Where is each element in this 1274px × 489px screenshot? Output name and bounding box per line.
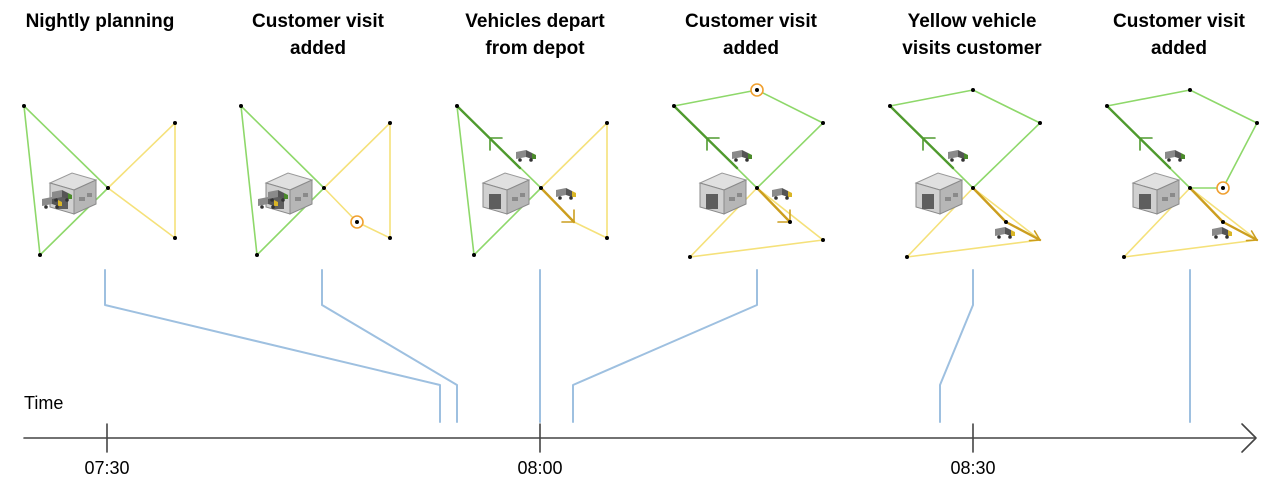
green-vehicle-icon: [732, 150, 752, 162]
stop-dot: [605, 236, 609, 240]
stop-dot: [1221, 220, 1225, 224]
panel-title-1: Nightly planning: [25, 11, 175, 32]
green-vehicle-icon: [516, 150, 536, 162]
stop-dot: [106, 186, 110, 190]
green-route-arrow: [489, 137, 503, 151]
yellow-route: [107, 122, 176, 239]
green-route-arrow: [706, 137, 720, 151]
stop-dot: [888, 104, 892, 108]
stop-dot: [1255, 121, 1259, 125]
time-axis-arrow: [1241, 423, 1257, 453]
stop-dot: [173, 236, 177, 240]
green-vehicle-icon: [948, 150, 968, 162]
connector-line-5: [939, 269, 974, 423]
yellow-route: [1123, 187, 1258, 258]
yellow-traveled-route: [755, 186, 792, 224]
green-route: [889, 89, 1041, 189]
stop-dot: [905, 255, 909, 259]
stop-dot: [38, 253, 42, 257]
green-route: [23, 105, 109, 256]
stop-dot: [1122, 255, 1126, 259]
stop-dot: [821, 238, 825, 242]
new-visit-dot: [355, 220, 359, 224]
panel-title-2: Customer visit added: [252, 11, 384, 59]
green-route-arrow: [1139, 137, 1153, 151]
time-axis-label: Time: [24, 393, 64, 413]
stop-dot: [255, 253, 259, 257]
yellow-route-arrow: [1028, 230, 1041, 242]
green-traveled-route: [1105, 104, 1172, 170]
stop-dot: [1105, 104, 1109, 108]
new-visit-dot: [755, 88, 759, 92]
stop-dot: [1188, 186, 1192, 190]
green-route-arrow: [922, 137, 936, 151]
stop-dot: [688, 255, 692, 259]
stop-dot: [755, 186, 759, 190]
depot-icon: [699, 172, 747, 215]
yellow-vehicle-icon: [1212, 227, 1232, 239]
tick-label-0800: 08:00: [517, 458, 563, 478]
green-route: [1106, 89, 1258, 189]
stop-dot: [1004, 220, 1008, 224]
stop-dot: [971, 186, 975, 190]
panel-title-4: Customer visit added: [685, 11, 817, 59]
yellow-route-arrow: [561, 209, 575, 223]
new-visit-dot: [1221, 186, 1225, 190]
green-vehicle-icon: [1165, 150, 1185, 162]
stop-dot: [605, 121, 609, 125]
yellow-vehicle-icon: [995, 227, 1015, 239]
stop-dot: [539, 186, 543, 190]
stop-dot: [455, 104, 459, 108]
connector-line-4: [572, 269, 758, 423]
stop-dot: [388, 236, 392, 240]
stop-dot: [971, 88, 975, 92]
tick-label-0730: 07:30: [84, 458, 130, 478]
yellow-route: [906, 187, 1041, 258]
panel-title-3: Vehicles depart from depot: [465, 11, 605, 59]
green-route: [673, 89, 824, 189]
stop-dot: [472, 253, 476, 257]
stop-dot: [239, 104, 243, 108]
stop-dot: [173, 121, 177, 125]
stop-dot: [388, 121, 392, 125]
connector-line-2: [321, 269, 458, 423]
yellow-vehicle-icon: [772, 188, 792, 200]
panel-title-6: Customer visit added: [1113, 11, 1245, 59]
green-traveled-route: [888, 104, 955, 170]
stop-dot: [322, 186, 326, 190]
stop-dot: [788, 220, 792, 224]
yellow-vehicle-icon: [556, 188, 576, 200]
green-route: [240, 105, 325, 256]
green-traveled-route: [672, 104, 739, 170]
stop-dot: [22, 104, 26, 108]
stop-dot: [1038, 121, 1042, 125]
stop-dot: [1188, 88, 1192, 92]
tick-label-0830: 08:30: [950, 458, 996, 478]
stop-dot: [821, 121, 825, 125]
stop-dot: [672, 104, 676, 108]
green-traveled-route: [455, 104, 522, 170]
panel-title-5: Yellow vehicle visits customer: [902, 11, 1042, 59]
yellow-traveled-route: [539, 186, 576, 224]
yellow-route-arrow: [1245, 230, 1258, 242]
connector-line-1: [104, 269, 441, 423]
